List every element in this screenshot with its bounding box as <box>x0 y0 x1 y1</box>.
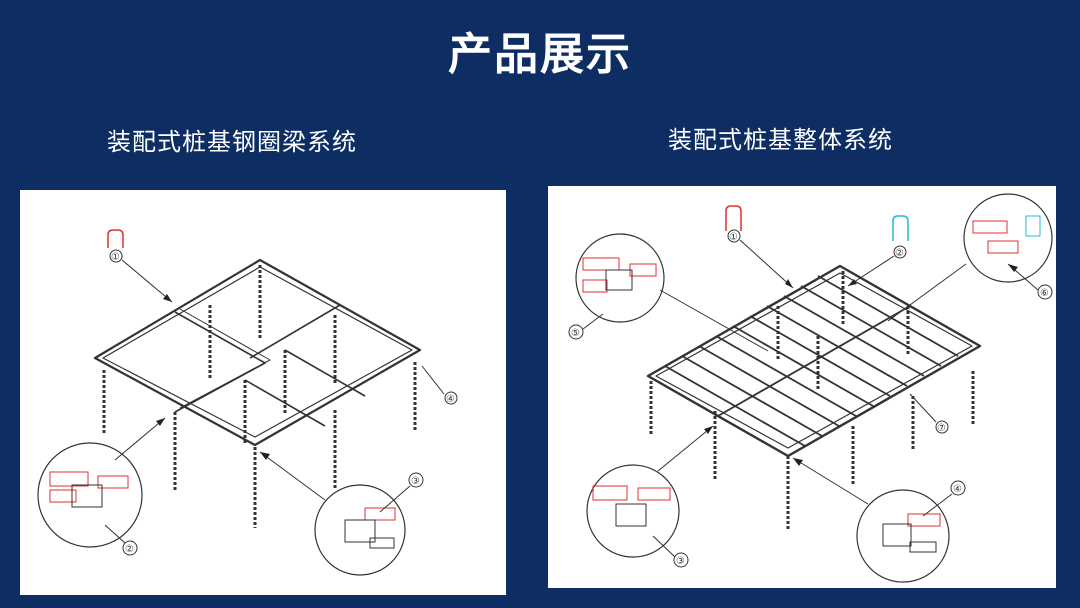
right-diagram-title: 装配式桩基整体系统 <box>668 126 893 154</box>
piles <box>649 271 975 531</box>
svg-text:④: ④ <box>953 484 962 495</box>
red-bracket-icon <box>725 205 742 231</box>
callout-6-detail: ⑥ <box>887 193 1053 322</box>
integral-system-diagram-panel: ① ② ⑤ ⑥ <box>548 186 1056 588</box>
ring-beam-drawing: ① ② ③ <box>37 229 458 576</box>
integral-system-drawing: ① ② ⑤ ⑥ <box>568 193 1053 583</box>
page-title: 产品展示 <box>448 29 632 80</box>
svg-text:③: ③ <box>676 556 685 567</box>
svg-text:⑥: ⑥ <box>1040 288 1049 299</box>
outer-ring-beam <box>93 258 422 447</box>
callout-7: ⑦ <box>909 393 949 434</box>
callout-2: ② <box>847 245 907 287</box>
svg-text:②: ② <box>125 544 134 555</box>
platform-frame <box>646 264 982 458</box>
joists <box>664 275 959 447</box>
callout-4-detail: ④ <box>792 457 966 583</box>
callout-1: ① <box>107 229 173 303</box>
callout-3-detail: ③ <box>586 425 714 568</box>
svg-text:①: ① <box>729 232 738 243</box>
svg-text:④: ④ <box>446 394 455 405</box>
callout-5-detail: ⑤ <box>568 233 769 352</box>
callout-3-detail: ③ <box>259 451 424 576</box>
ring-beam-diagram-panel: ① ② ③ <box>20 190 506 595</box>
left-diagram-title: 装配式桩基钢圈梁系统 <box>107 128 357 156</box>
piles <box>102 265 417 528</box>
svg-text:①: ① <box>111 252 120 263</box>
svg-text:②: ② <box>895 248 904 259</box>
svg-text:③: ③ <box>411 476 420 487</box>
svg-text:⑦: ⑦ <box>937 423 946 434</box>
svg-text:⑤: ⑤ <box>571 328 580 339</box>
inner-beams <box>174 311 266 413</box>
callout-4: ④ <box>421 365 458 405</box>
callout-1: ① <box>727 229 794 289</box>
callout-2-detail: ② <box>37 417 166 556</box>
cyan-bracket-icon <box>892 215 909 241</box>
